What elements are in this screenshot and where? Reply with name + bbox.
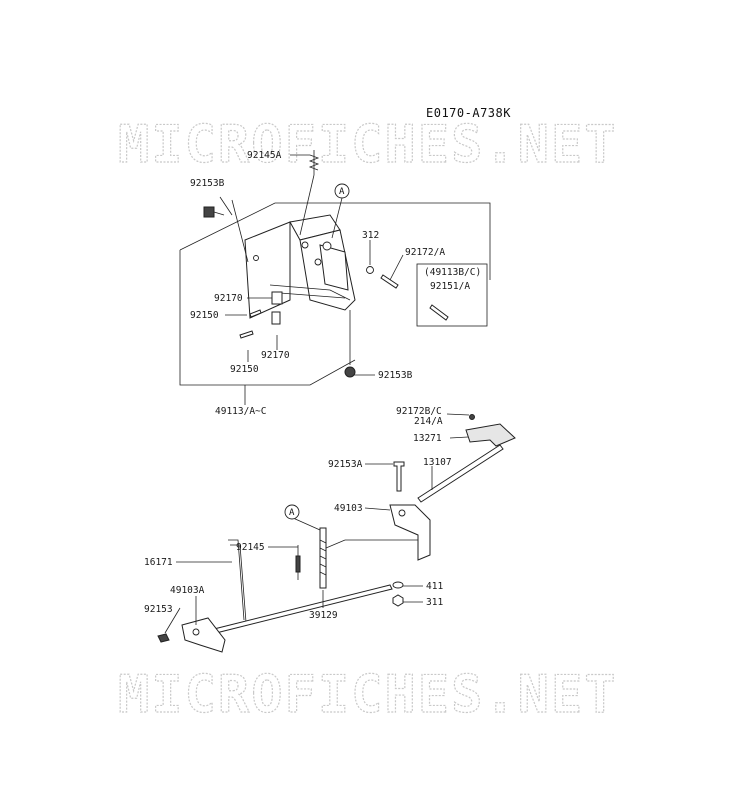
plate-13271 [465,423,516,447]
bolt-92153A [393,461,405,492]
label-311: 311 [426,597,443,608]
label-13107: 13107 [423,457,452,468]
lower-assembly: A [157,413,516,653]
shaft-13107 [417,444,504,503]
washer-411 [392,581,404,589]
diagram-code: E0170-A738K [426,106,511,120]
label-92153B-mid: 92153B [378,370,413,381]
callout-a-top [334,183,350,199]
bolt-92153B-top [203,206,225,218]
callout-a-top-text: A [339,187,345,197]
callout-a-bottom-text: A [289,508,295,518]
arm-49103A [181,617,226,653]
label-92145: 92145 [236,542,265,553]
callout-a-bottom [284,504,300,520]
label-92153: 92153 [144,604,173,615]
label-49113BC: (49113B/C) [424,267,481,278]
label-214A: 214/A [414,416,443,427]
label-92172A: 92172/A [405,247,445,258]
label-92170-a: 92170 [214,293,243,304]
label-49103: 49103 [334,503,363,514]
label-411: 411 [426,581,443,592]
label-49113AC: 49113/A~C [215,406,266,417]
spring-39129 [319,527,327,589]
label-92153A: 92153A [328,459,363,470]
label-39129: 39129 [309,610,338,621]
label-92172BC: 92172B/C [396,406,442,417]
label-92153B-top: 92153B [190,178,225,189]
lever-49103 [389,504,431,561]
label-16171: 16171 [144,557,173,568]
label-13271: 13271 [413,433,442,444]
watermark-bottom: MICROFICHES.NET [118,665,618,725]
governor-bracket [244,221,291,319]
watermark-top: MICROFICHES.NET [118,115,618,175]
bolt-92153 [157,633,170,643]
label-92150-b: 92150 [230,364,259,375]
label-92150-a: 92150 [190,310,219,321]
label-49103A: 49103A [170,585,205,596]
label-92170-b: 92170 [261,350,290,361]
rod-16171 [228,539,245,621]
label-92145A: 92145A [247,150,282,161]
subset-box [416,263,488,327]
label-92151A: 92151/A [430,281,470,292]
nut-311 [392,594,404,607]
upper-assembly: A [179,150,491,405]
label-312: 312 [362,230,379,241]
